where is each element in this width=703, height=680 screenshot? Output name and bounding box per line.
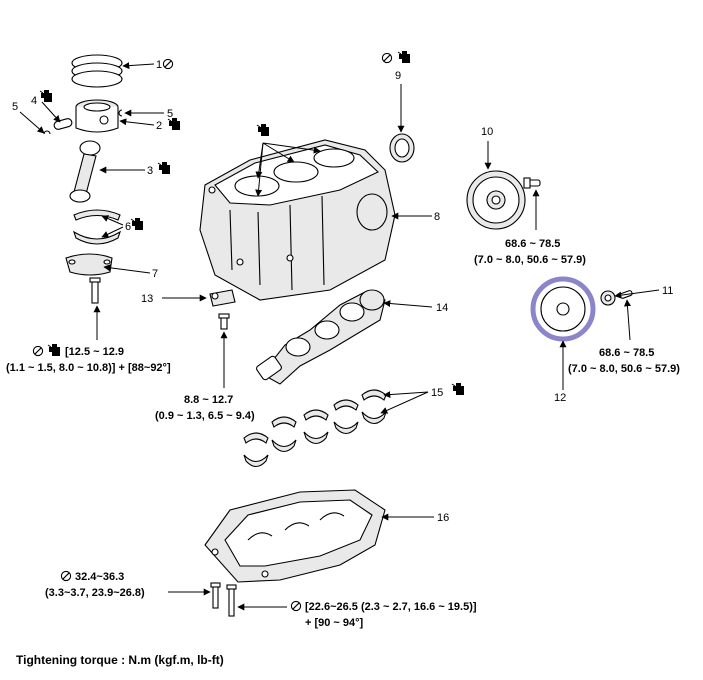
tightening-torque-note: Tightening torque : N.m (kgf.m, lb-ft) [16,653,224,667]
callout-1: 1 [156,59,162,71]
torque-main-bearing-line1: [22.6~26.5 (2.3 ~ 2.7, 16.6 ~ 19.5)] [305,601,477,613]
snap-ring-left [43,130,51,135]
rear-oil-seal [389,133,415,163]
callout-4: 4 [31,95,37,107]
callout-2: 2 [156,120,162,132]
callout-5-right: 5 [167,108,173,120]
adapter-plate [600,290,616,306]
callout-6: 6 [125,221,131,233]
torque-oil-jet-line1: 8.8 ~ 12.7 [184,394,233,406]
callout-8: 8 [434,211,440,223]
oil-jet-bolt [218,313,230,330]
torque-main-bearing-line2: + [90 ~ 94°] [305,617,364,629]
leader-lines [19,62,660,611]
main-bearings [243,389,387,468]
callout-5-left: 5 [12,101,18,113]
callout-13: 13 [141,293,153,305]
oil-jet [209,289,236,307]
callout-7: 7 [152,268,158,280]
piston-rings [71,54,123,88]
piston [75,99,119,133]
piston-pin [53,118,73,130]
callout-11: 11 [662,285,673,297]
cylinder-block [199,139,396,301]
callout-10: 10 [481,126,493,138]
connecting-rod [69,140,101,203]
callout-9: 9 [395,70,401,82]
callout-12: 12 [554,392,566,404]
ladder-frame-bolt [210,582,221,609]
ladder-frame [204,489,386,583]
torque-oil-jet-line2: (0.9 ~ 1.3, 6.5 ~ 9.4) [155,410,255,422]
torque-drive-plate-line2: (7.0 ~ 8.0, 50.6 ~ 57.9) [568,363,680,375]
callout-14: 14 [436,302,448,314]
torque-ladder-frame-line2: (3.3~3.7, 23.9~26.8) [45,587,145,599]
crankshaft [256,289,386,385]
main-bearing-cap-bolt [226,584,237,617]
snap-ring-right [118,109,123,117]
torque-flywheel-line2: (7.0 ~ 8.0, 50.6 ~ 57.9) [474,254,586,266]
callout-16: 16 [437,512,449,524]
conrod-cap [65,253,113,276]
conrod-bearings [73,209,121,245]
callout-15: 15 [431,387,443,399]
flywheel-bolt [523,177,541,189]
torque-flywheel-line1: 68.6 ~ 78.5 [505,238,560,250]
torque-conrod-line2: (1.1 ~ 1.5, 8.0 ~ 10.8)] + [88~92°] [6,362,171,374]
conrod-bolt [89,277,101,304]
flywheel [466,170,526,230]
torque-ladder-frame-line1: 32.4~36.3 [75,571,124,583]
torque-drive-plate-line1: 68.6 ~ 78.5 [599,347,654,359]
drive-plate [530,276,596,342]
torque-conrod-line1: [12.5 ~ 12.9 [65,346,124,358]
callout-3: 3 [147,165,153,177]
